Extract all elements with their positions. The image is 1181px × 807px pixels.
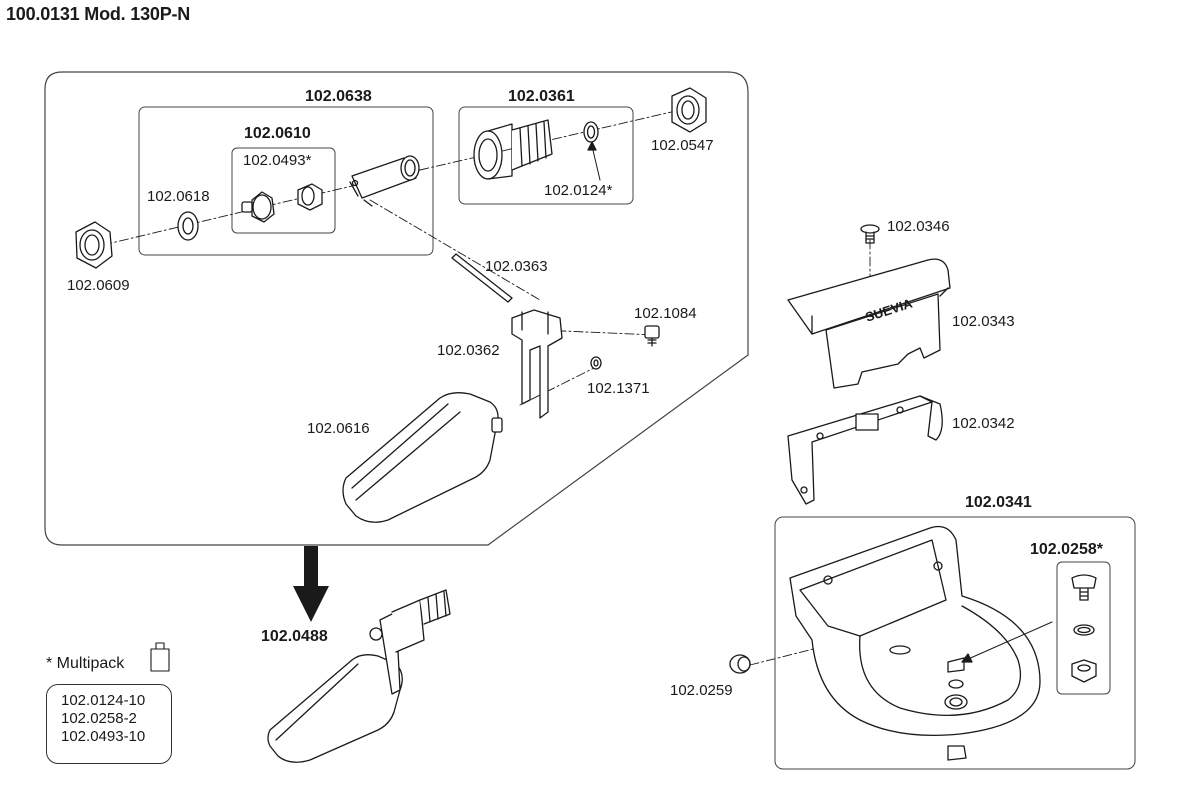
- multipack-item: 102.0124-10: [61, 692, 146, 709]
- label-0362: 102.0362: [437, 342, 500, 359]
- assembly-arrow: [293, 546, 329, 622]
- part-0258-screw: [961, 574, 1097, 683]
- label-assembly-0610: 102.0610: [244, 125, 311, 142]
- part-0488-assembled: [267, 589, 451, 763]
- page-title: 100.0131 Mod. 130P-N: [6, 4, 191, 24]
- group-box-0258: [1056, 561, 1111, 695]
- label-0124: 102.0124*: [544, 182, 613, 199]
- part-0342-bracket: [787, 395, 943, 505]
- label-assembly-0361: 102.0361: [508, 88, 575, 105]
- label-0609: 102.0609: [67, 277, 130, 294]
- label-0342: 102.0342: [952, 415, 1015, 432]
- label-0618: 102.0618: [147, 188, 210, 205]
- multipack-box: 102.0124-10 102.0258-2 102.0493-10: [46, 684, 172, 764]
- multipack-item: 102.0258-2: [61, 710, 137, 727]
- multipack-title: * Multipack: [46, 655, 125, 672]
- label-0616: 102.0616: [307, 420, 370, 437]
- label-0363: 102.0363: [485, 258, 548, 275]
- group-box-0341: [774, 516, 1136, 770]
- label-0343: 102.0343: [952, 313, 1015, 330]
- valve-assembly-panel: [44, 71, 749, 546]
- multipack-icon: [150, 642, 170, 672]
- part-0610-seat: [241, 183, 323, 223]
- part-0259-plug: [729, 654, 751, 674]
- label-assembly-0638: 102.0638: [305, 88, 372, 105]
- part-0362-lever: [511, 309, 563, 419]
- label-0488: 102.0488: [261, 628, 328, 645]
- label-0493: 102.0493*: [243, 152, 312, 169]
- part-0363-pin: [451, 253, 513, 303]
- multipack-item: 102.0493-10: [61, 728, 146, 745]
- group-box-0361: [458, 106, 634, 205]
- part-0341-bowl: [789, 525, 1041, 761]
- label-assembly-0258: 102.0258*: [1030, 541, 1103, 558]
- part-0346-screw: [860, 224, 880, 244]
- group-box-0638: [138, 106, 434, 256]
- group-box-0610: [231, 147, 336, 234]
- label-0547: 102.0547: [651, 137, 714, 154]
- part-0124-filter: [583, 121, 601, 181]
- part-0547-nut: [671, 87, 707, 133]
- label-0259: 102.0259: [670, 682, 733, 699]
- part-0638-tube: [349, 155, 420, 207]
- part-0618-ring: [177, 211, 199, 241]
- label-1371: 102.1371: [587, 380, 650, 397]
- label-0346: 102.0346: [887, 218, 950, 235]
- part-0361-nozzle: [473, 119, 553, 180]
- part-1371-washer: [590, 356, 602, 370]
- part-0343-cover: [787, 258, 951, 389]
- part-0616-float: [342, 392, 503, 523]
- label-assembly-0341: 102.0341: [965, 494, 1032, 511]
- part-1084-screw: [644, 325, 660, 347]
- part-0609-nut: [75, 221, 113, 269]
- label-1084: 102.1084: [634, 305, 697, 322]
